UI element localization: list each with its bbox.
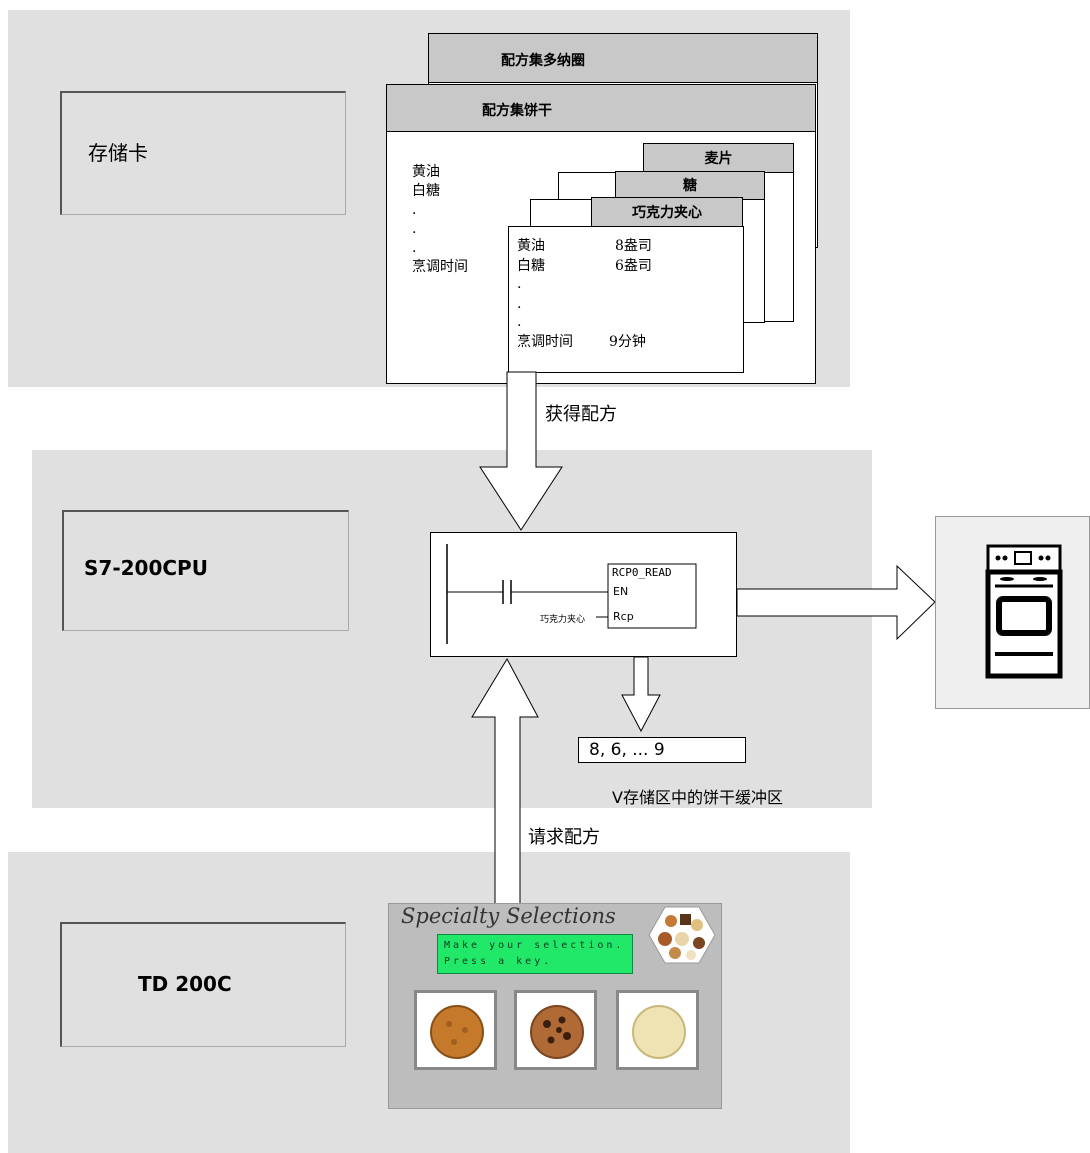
recipe-tab-oat: 麦片	[643, 143, 794, 173]
recipe-row-value: 6盎司	[615, 258, 652, 274]
recipe-row-name: 白糖	[517, 258, 545, 274]
function-block-pin-rcp: Rcp	[613, 610, 634, 623]
oatmeal-cookie-icon	[430, 1005, 484, 1059]
recipe-row-name: .	[517, 314, 522, 330]
cookie-plate-icon	[648, 906, 716, 964]
td-key-3[interactable]	[616, 990, 699, 1070]
get-recipe-arrow	[479, 371, 563, 531]
td-label: TD 200C	[138, 972, 232, 996]
get-recipe-label: 获得配方	[545, 404, 617, 425]
recipe-row-value: 9分钟	[609, 334, 646, 350]
td-key-2[interactable]	[514, 990, 597, 1070]
oven-icon	[985, 544, 1063, 679]
buffer-caption: V存储区中的饼干缓冲区	[612, 788, 783, 807]
recipe-card-chocolate: 黄油 8盎司 白糖 6盎司 . . . 烹调时间 9分钟	[508, 226, 744, 373]
recipe-row-value: 8盎司	[615, 238, 652, 254]
td-display: Make your selection. Press a key.	[437, 934, 633, 974]
recipe-tab-chocolate: 巧克力夹心	[591, 197, 743, 227]
sugar-cookie-icon	[632, 1005, 686, 1059]
td-display-line1: Make your selection.	[444, 940, 625, 951]
recipe-row-name: .	[517, 276, 522, 292]
template-line: 烹调时间	[412, 259, 468, 275]
recipe-tab-sugar: 糖	[615, 171, 765, 200]
template-line: .	[412, 202, 417, 218]
memory-card-label: 存储卡	[88, 141, 148, 165]
buffer-arrow	[621, 656, 661, 733]
template-line: 黄油	[412, 164, 440, 180]
request-recipe-arrow	[471, 657, 539, 908]
buffer-value: 8, 6, ... 9	[589, 740, 665, 760]
output-arrow	[736, 564, 936, 641]
recipe-set-title-front: 配方集饼干	[482, 103, 552, 119]
function-block-param: 巧克力夹心	[540, 615, 586, 625]
request-recipe-label: 请求配方	[528, 827, 600, 848]
ladder-diagram	[446, 544, 697, 644]
template-line: 白糖	[412, 183, 440, 199]
recipe-set-header-front: 配方集饼干	[387, 85, 815, 132]
function-block-title: RCP0_READ	[612, 566, 672, 579]
memory-card-label-box: 存储卡	[60, 91, 346, 215]
recipe-row-name: 黄油	[517, 238, 545, 254]
td-screen: Specialty Selections Make your selection…	[388, 903, 722, 1109]
buffer-box: 8, 6, ... 9	[578, 737, 746, 763]
template-line: .	[412, 221, 417, 237]
td-display-line2: Press a key.	[444, 956, 553, 967]
recipe-set-title-back: 配方集多纳圈	[501, 53, 585, 69]
td-label-box: TD 200C	[60, 922, 346, 1047]
cpu-label: S7-200CPU	[84, 556, 208, 580]
td-screen-title: Specialty Selections	[401, 904, 616, 928]
function-block-pin-en: EN	[613, 585, 629, 598]
recipe-row-name: 烹调时间	[517, 334, 573, 350]
template-line: .	[412, 240, 417, 256]
chocolate-chip-cookie-icon	[530, 1005, 584, 1059]
recipe-set-header-back: 配方集多纳圈	[429, 34, 817, 83]
recipe-row-name: .	[517, 296, 522, 312]
cpu-label-box: S7-200CPU	[62, 510, 349, 631]
td-key-1[interactable]	[414, 990, 497, 1070]
